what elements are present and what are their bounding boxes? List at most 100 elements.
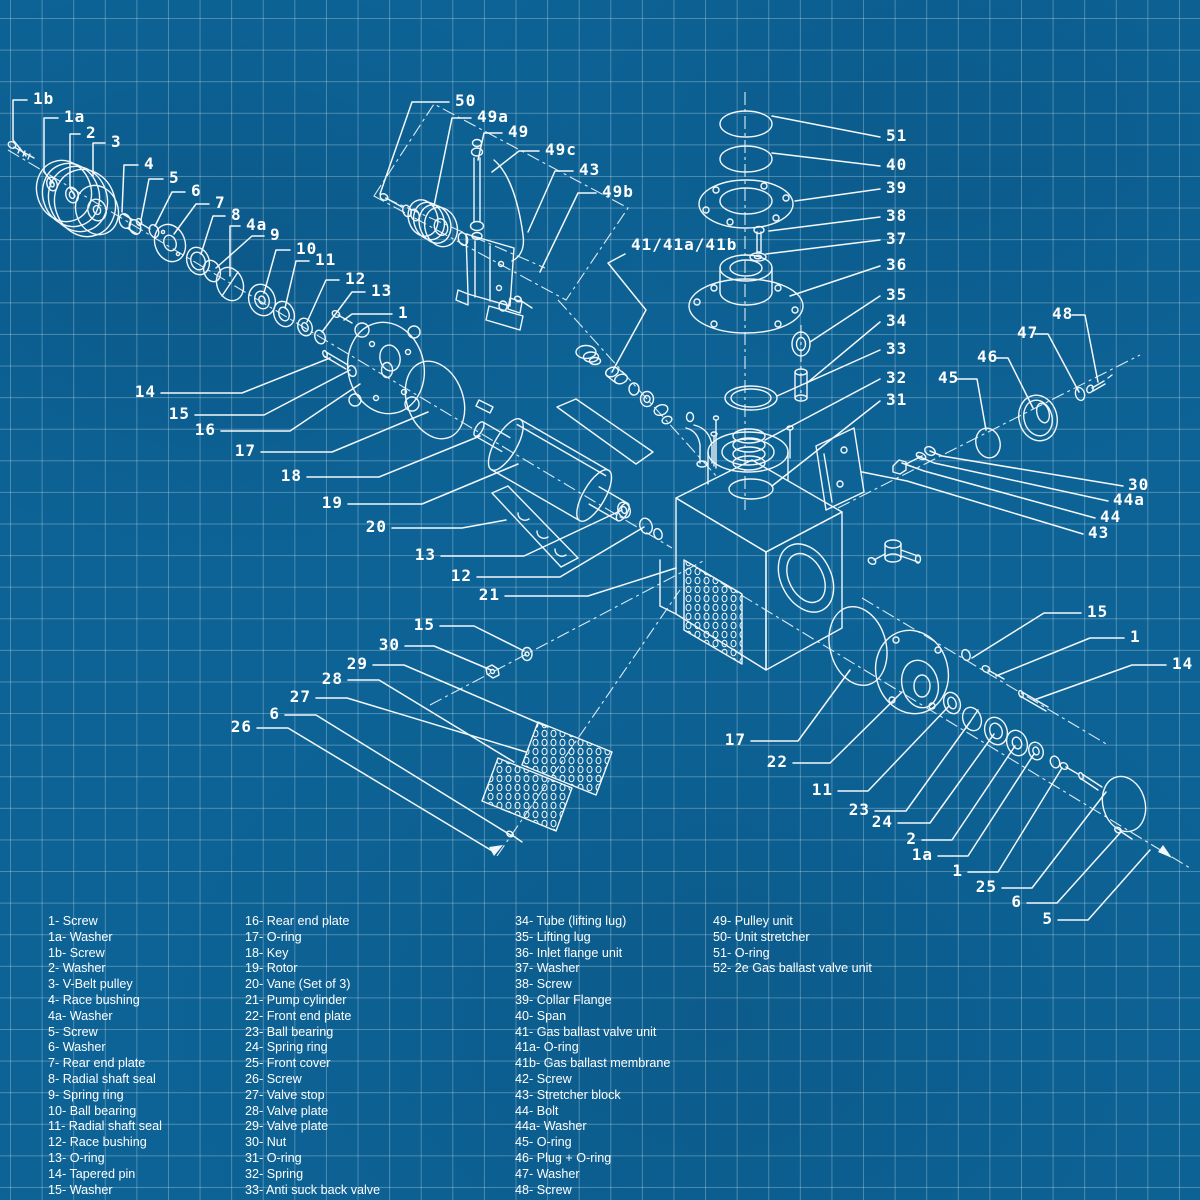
front-cover-ring-drawing — [1101, 775, 1147, 833]
callout-45-47: 45 — [938, 368, 987, 431]
parts-list-item: 41b- Gas ballast membrane — [515, 1056, 671, 1071]
svg-text:1: 1 — [952, 861, 963, 880]
svg-text:22: 22 — [767, 752, 788, 771]
parts-list-item: 24- Spring ring — [245, 1040, 328, 1055]
callout-43-51: 43 — [861, 471, 1108, 542]
callout-49c-29: 49c — [491, 140, 576, 173]
parts-list-item: 1b- Screw — [48, 945, 105, 960]
lifting-lug-drawing — [791, 331, 811, 357]
callout-40-34: 40 — [771, 152, 907, 174]
svg-text:9: 9 — [270, 225, 281, 244]
parts-list-item: 45- O-ring — [515, 1135, 572, 1150]
callout-17-59: 17 — [725, 669, 851, 749]
svg-text:1a: 1a — [64, 107, 85, 126]
svg-text:36: 36 — [886, 255, 907, 274]
svg-text:2: 2 — [86, 123, 97, 142]
vane-drawing — [491, 485, 579, 568]
parts-list-item: 47- Washer — [515, 1166, 580, 1181]
parts-list-item: 49- Pulley unit — [713, 914, 793, 928]
parts-list-item: 4a- Washer — [48, 1008, 113, 1023]
callout-6-57: 6 — [269, 704, 513, 837]
svg-text:21: 21 — [479, 585, 500, 604]
parts-list-item: 41a- O-ring — [515, 1040, 579, 1055]
callout-22-60: 22 — [767, 691, 903, 771]
svg-text:41/41a/41b: 41/41a/41b — [631, 235, 737, 254]
parts-list-item: 15- Washer — [48, 1182, 113, 1197]
callout-16-18: 16 — [195, 383, 361, 439]
callout-47-45: 47 — [1017, 323, 1080, 393]
callout-5-69: 5 — [1042, 849, 1151, 928]
svg-text:13: 13 — [415, 545, 436, 564]
parts-list-item: 34- Tube (lifting lug) — [515, 914, 627, 928]
svg-text:1: 1 — [398, 303, 409, 322]
callout-48-44: 48 — [1052, 304, 1099, 383]
svg-text:50: 50 — [455, 91, 476, 110]
parts-list-item: 41- Gas ballast valve unit — [515, 1024, 657, 1039]
svg-text:51: 51 — [886, 126, 907, 145]
front-end-plate-stack-drawing — [828, 605, 1172, 858]
callout-37-37: 37 — [765, 229, 906, 255]
parts-list-item: 48- Screw — [515, 1182, 572, 1197]
svg-text:39: 39 — [886, 178, 907, 197]
callout-8-8: 8 — [200, 205, 242, 255]
parts-list-item: 44a- Washer — [515, 1119, 587, 1134]
callout-26-58: 26 — [231, 717, 495, 853]
svg-text:7: 7 — [215, 193, 226, 212]
svg-text:24: 24 — [872, 812, 893, 831]
spring-wire-49c-drawing — [493, 159, 525, 262]
svg-text:44: 44 — [1100, 507, 1121, 526]
svg-text:49a: 49a — [477, 107, 509, 126]
svg-text:30: 30 — [1128, 475, 1149, 494]
parts-list-item: 40- Span — [515, 1008, 567, 1023]
svg-text:38: 38 — [886, 206, 907, 225]
parts-list-item: 23- Ball bearing — [245, 1024, 334, 1039]
valve-plates-drawing — [481, 646, 613, 856]
callout-13-14: 13 — [321, 281, 391, 333]
axis-arrowhead — [1158, 845, 1172, 858]
svg-text:46: 46 — [977, 347, 998, 366]
parts-list-item: 16- Rear end plate — [245, 914, 350, 928]
callout-1-15: 1 — [343, 303, 409, 322]
nut-30-drawing — [485, 664, 500, 679]
callout-6-6: 6 — [154, 181, 201, 227]
parts-list-item: 2- Washer — [48, 961, 106, 976]
callout-21-25: 21 — [479, 567, 677, 604]
callout-5-5: 5 — [140, 168, 180, 221]
svg-text:40: 40 — [886, 155, 907, 174]
parts-list-item: 27- Valve stop — [245, 1087, 325, 1102]
callout-17-19: 17 — [235, 411, 429, 460]
svg-text:47: 47 — [1017, 323, 1038, 342]
parts-list-item: 36- Inlet flange unit — [515, 945, 623, 960]
parts-list-item: 52- 2e Gas ballast valve unit — [713, 961, 872, 976]
svg-text:8: 8 — [231, 205, 242, 224]
callout-44a-49: 44a — [917, 455, 1144, 509]
callout-41_41a_41b-32: 41/41a/41b — [607, 235, 737, 373]
svg-text:48: 48 — [1052, 304, 1073, 323]
svg-text:11: 11 — [812, 780, 833, 799]
svg-text:17: 17 — [725, 730, 746, 749]
parts-list-item: 1a- Washer — [48, 929, 113, 944]
callout-14-72: 14 — [1033, 654, 1192, 701]
callout-1-71: 1 — [995, 627, 1141, 677]
parts-list-item: 26- Screw — [245, 1071, 302, 1086]
parts-list-item: 51- O-ring — [713, 945, 770, 960]
parts-list-item: 18- Key — [245, 945, 289, 960]
parts-list-item: 35- Lifting lug — [515, 929, 591, 944]
callout-50-26: 50 — [379, 91, 476, 195]
svg-text:3: 3 — [111, 132, 122, 151]
svg-text:14: 14 — [135, 382, 156, 401]
callout-1a-65: 1a — [912, 753, 1035, 864]
svg-text:5: 5 — [169, 168, 180, 187]
svg-text:5: 5 — [1042, 909, 1053, 928]
callout-30-48: 30 — [929, 450, 1149, 494]
svg-text:32: 32 — [886, 368, 907, 387]
gas-ballast-drawing — [575, 344, 720, 469]
svg-text:1: 1 — [1130, 627, 1141, 646]
parts-list-item: 10- Ball bearing — [48, 1103, 137, 1118]
svg-text:34: 34 — [886, 311, 907, 330]
svg-text:49: 49 — [508, 122, 529, 141]
callout-49a-27: 49a — [433, 107, 509, 207]
